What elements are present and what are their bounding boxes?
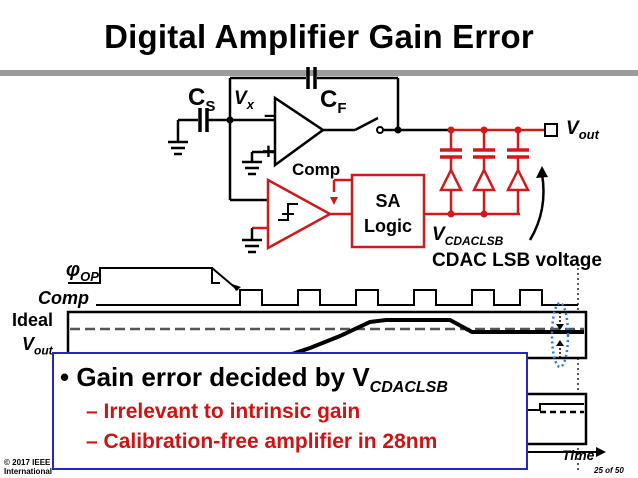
cf-label: CF (320, 86, 347, 117)
black-wires (168, 67, 448, 202)
callout-sub-point-1: – Irrelevant to intrinsic gain (86, 400, 361, 423)
vout-waveform-box (66, 310, 588, 360)
title-rule (0, 70, 638, 76)
vout-timing-label: Vout (22, 334, 53, 358)
vout-terminal (544, 123, 558, 137)
phi-op-label: φOP (66, 259, 99, 284)
vout-circuit-label: Vout (566, 118, 599, 142)
timing-waves (68, 267, 579, 470)
vx-label: Vx (234, 88, 254, 112)
vcdaclsb-label: VCDACLSB (432, 224, 504, 248)
comp-signal-label: Comp (292, 160, 341, 179)
callout-main-point: • Gain error decided by VCDACLSB (60, 362, 448, 397)
comp-timing-label: Comp (38, 288, 89, 308)
callout-sub-point-2: – Calibration-free amplifier in 28nm (86, 430, 438, 453)
cs-label: CS (188, 84, 216, 115)
comparator-symbol (266, 177, 333, 251)
error-highlight (550, 301, 570, 369)
slide-title: Digital Amplifier Gain Error (104, 18, 534, 55)
opamp-minus-sign: – (264, 102, 277, 127)
page-number: 25 of 50 (594, 466, 624, 475)
cdac-caption: CDAC LSB voltage (432, 250, 602, 271)
ideal-label: Ideal (12, 310, 54, 330)
callout-box (52, 352, 528, 470)
sa-logic-line1: SA (375, 191, 401, 211)
opamp-symbol (273, 95, 326, 168)
time-axis-label: Time (562, 447, 595, 463)
sa-logic-line2: Logic (364, 216, 412, 236)
sa-logic-box (350, 173, 426, 249)
red-wires (252, 128, 545, 230)
opamp-plus-sign: + (262, 139, 275, 164)
